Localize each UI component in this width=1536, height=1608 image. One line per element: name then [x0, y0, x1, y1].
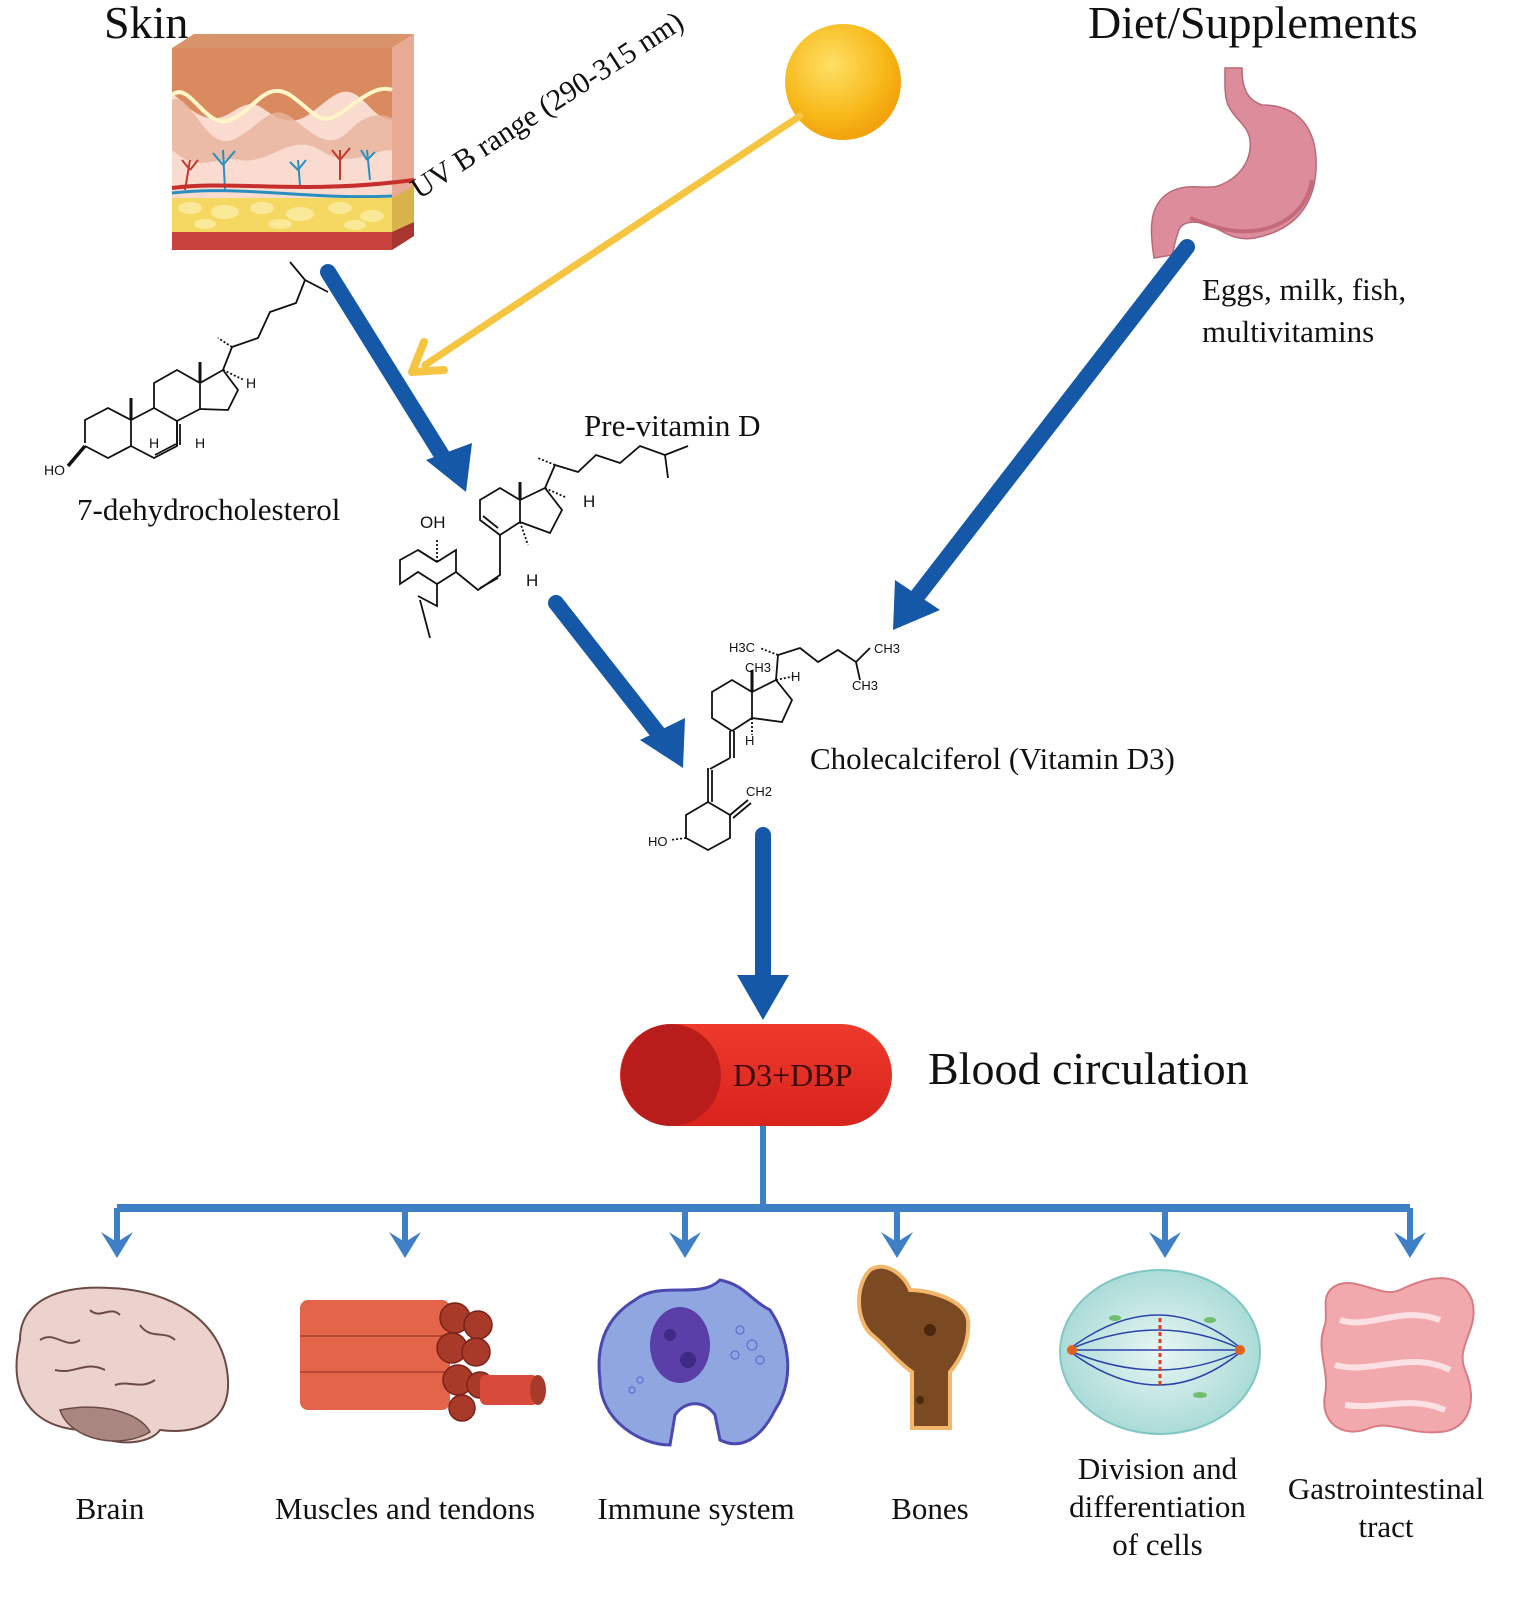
- brain-illustration: [15, 1286, 230, 1444]
- branch-arrow: [1394, 1208, 1426, 1258]
- target-label-line: Gastrointestinal: [1287, 1471, 1485, 1506]
- arrow-diet-to-d3: [893, 239, 1195, 630]
- atom-label: H: [745, 733, 754, 748]
- molecule-7-dehydrocholesterol-atoms: HO H H H: [44, 375, 256, 478]
- atom-label: OH: [420, 513, 446, 532]
- branch-arrow: [881, 1208, 913, 1258]
- atom-label: CH3: [874, 641, 900, 656]
- arrow-previtamin-to-d3: [548, 595, 685, 768]
- sun-icon: [785, 24, 901, 140]
- target-label-cell-division: Division and differentiation of cells: [1050, 1450, 1265, 1564]
- blood-circulation-title: Blood circulation: [928, 1043, 1249, 1094]
- atom-label: CH2: [746, 784, 772, 799]
- target-label-line: Bones: [891, 1491, 969, 1526]
- branch-arrow: [1149, 1208, 1181, 1258]
- target-label-line: differentiation: [1069, 1489, 1246, 1524]
- branch-arrow: [101, 1208, 133, 1258]
- atom-label: H: [195, 435, 205, 451]
- target-label-muscles: Muscles and tendons: [255, 1490, 555, 1528]
- target-label-line: tract: [1358, 1509, 1414, 1544]
- molecule-previtamin-d: [399, 444, 689, 639]
- atom-label: CH3: [852, 678, 878, 693]
- arrow-d3-to-blood: [737, 827, 789, 1020]
- diet-foods-line1: Eggs, milk, fish,: [1202, 272, 1407, 307]
- branch-arrows: [101, 1208, 1426, 1258]
- atom-label: H: [791, 669, 800, 684]
- atom-label: H: [149, 435, 159, 451]
- atom-label: HO: [648, 834, 668, 849]
- blood-capsule: [620, 1024, 892, 1126]
- arrow-skin-to-previtamin: [320, 264, 472, 492]
- muscle-illustration: [300, 1300, 546, 1422]
- stomach-illustration: [1150, 67, 1317, 259]
- target-label-line: Muscles and tendons: [274, 1491, 536, 1526]
- target-label-gastrointestinal: Gastrointestinal tract: [1272, 1470, 1500, 1546]
- target-label-line: Division and: [1077, 1451, 1238, 1486]
- atom-label: HO: [44, 462, 65, 478]
- skin-title: Skin: [104, 0, 189, 48]
- atom-label: H: [583, 492, 595, 511]
- branch-arrow: [389, 1208, 421, 1258]
- atom-label: CH3: [745, 660, 771, 675]
- molecule-7-dehydrocholesterol: [66, 261, 329, 468]
- uv-arrow: [408, 112, 804, 376]
- branch-connector: [117, 1126, 1410, 1212]
- diet-title: Diet/Supplements: [1088, 0, 1418, 48]
- main-arrows: [320, 239, 1195, 1020]
- capsule-label: D3+DBP: [733, 1057, 853, 1093]
- diet-foods-line2: multivitamins: [1202, 314, 1375, 349]
- intestine-illustration: [1320, 1277, 1475, 1434]
- molecule-previtamin-d-atoms: OH H H: [420, 492, 595, 590]
- molecule-cholecalciferol-atoms: H3C CH3 CH3 CH3 H H CH2 HO: [648, 640, 900, 849]
- molecule-cholecalciferol: [669, 646, 871, 852]
- molecule-label-7-dehydrocholesterol: 7-dehydrocholesterol: [77, 492, 341, 527]
- molecule-label-previtamin-d: Pre-vitamin D: [584, 408, 761, 443]
- target-label-line: of cells: [1112, 1527, 1203, 1562]
- target-label-immune: Immune system: [580, 1490, 812, 1528]
- skin-illustration: [170, 34, 415, 250]
- bone-illustration: [857, 1264, 971, 1430]
- immune-cell-illustration: [597, 1278, 790, 1447]
- atom-label: H: [526, 571, 538, 590]
- atom-label: H: [246, 375, 256, 391]
- branch-arrow: [669, 1208, 701, 1258]
- target-label-bones: Bones: [860, 1490, 1000, 1528]
- target-label-line: Brain: [75, 1491, 145, 1526]
- target-label-brain: Brain: [20, 1490, 200, 1528]
- cell-division-illustration: [1059, 1269, 1261, 1435]
- atom-label: H3C: [729, 640, 755, 655]
- molecule-label-cholecalciferol: Cholecalciferol (Vitamin D3): [810, 741, 1175, 776]
- target-label-line: Immune system: [597, 1491, 795, 1526]
